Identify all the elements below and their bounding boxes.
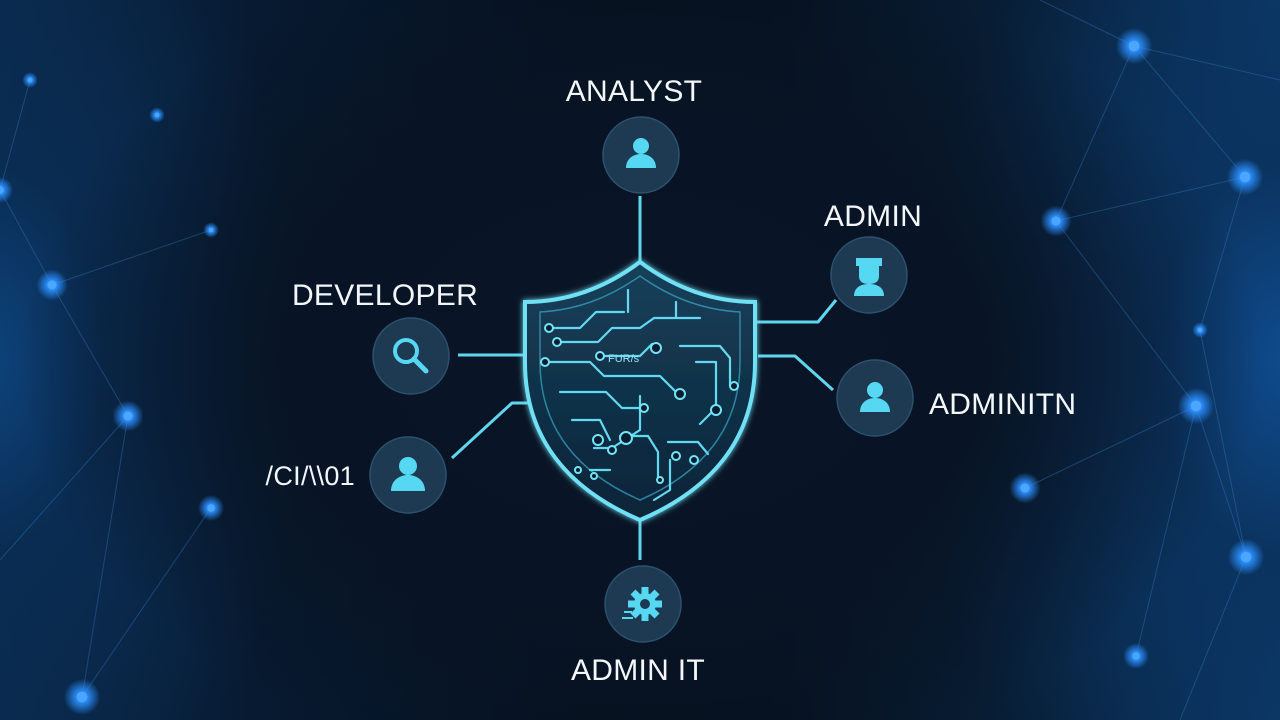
- background-dot: [1240, 551, 1252, 563]
- node-label-adminitn: ADMINITN: [929, 388, 1076, 421]
- center-shield: FUR/s: [523, 259, 757, 523]
- background-dot: [1132, 652, 1140, 660]
- user-icon: [626, 138, 656, 168]
- background-dot: [0, 186, 4, 194]
- background-dot: [123, 411, 133, 421]
- background-dot: [27, 77, 33, 83]
- background-dot: [207, 504, 215, 512]
- gear-icon: [622, 587, 662, 621]
- search-icon: [393, 338, 429, 374]
- node-unlabeled[interactable]: /CI/\\01: [266, 436, 447, 514]
- user-icon: [860, 382, 890, 412]
- admin-user-icon: [854, 258, 884, 296]
- user-icon: [391, 457, 425, 491]
- background-dot: [208, 227, 214, 233]
- node-label-unlabeled: /CI/\\01: [266, 461, 355, 491]
- background-dot: [1128, 40, 1140, 52]
- node-label-admin: ADMIN: [824, 200, 922, 233]
- node-adminitn[interactable]: ADMINITN: [836, 359, 1076, 437]
- connector-adminitn: [758, 354, 835, 392]
- background-dots: [0, 27, 1265, 716]
- node-adminit[interactable]: ADMIN IT: [571, 565, 705, 687]
- background-dot: [47, 280, 57, 290]
- shield-inner-text: FUR/s: [608, 353, 640, 365]
- background-dot: [1020, 483, 1030, 493]
- background-dot: [154, 112, 160, 118]
- connector-unlabeled: [450, 401, 538, 460]
- shield-circuit-traces: [546, 288, 732, 502]
- background-dot: [1239, 171, 1251, 183]
- node-label-adminit: ADMIN IT: [571, 654, 705, 687]
- node-analyst[interactable]: ANALYST: [566, 75, 703, 194]
- node-label-developer: DEVELOPER: [292, 279, 478, 312]
- node-circle-developer[interactable]: [372, 317, 450, 395]
- node-developer[interactable]: DEVELOPER: [292, 279, 478, 395]
- background-dot-glow: [0, 177, 13, 203]
- node-admin[interactable]: ADMIN: [824, 200, 922, 314]
- background-dot: [1051, 216, 1061, 226]
- background-dot: [1197, 327, 1203, 333]
- node-label-analyst: ANALYST: [566, 75, 703, 108]
- background-dot: [76, 691, 88, 703]
- background-dot: [1190, 400, 1202, 412]
- shield-circuit-nodes: [540, 323, 739, 484]
- connector-admin: [756, 299, 838, 324]
- shield-circuit-icon: [523, 259, 757, 523]
